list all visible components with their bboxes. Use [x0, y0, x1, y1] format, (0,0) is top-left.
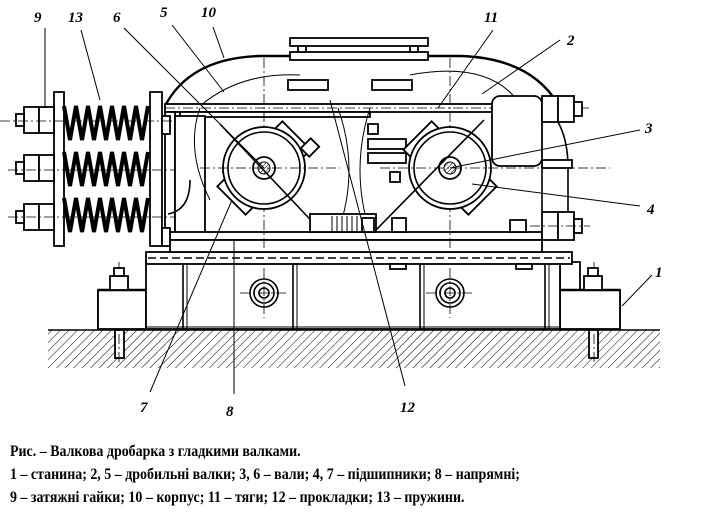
foundation	[48, 329, 660, 368]
anchor-bolts	[114, 262, 599, 365]
leader-10	[212, 26, 225, 59]
leader-7	[149, 199, 233, 393]
caption-title: Рис. – Валкова дробарка з гладкими валка…	[10, 443, 301, 460]
callout-3: 3	[644, 121, 653, 137]
callout-9: 9	[34, 10, 42, 26]
leader-6	[123, 27, 265, 169]
frame	[97, 251, 621, 330]
spring-assembly	[0, 91, 175, 247]
callout-10: 10	[201, 5, 217, 21]
spacers	[309, 213, 377, 233]
caption-legend-line-2: 9 – затяжні гайки; 10 – корпус; 11 – тяг…	[10, 489, 465, 506]
callout-8: 8	[226, 404, 234, 420]
leader-5	[171, 24, 225, 93]
callout-5: 5	[160, 5, 168, 21]
callout-4: 4	[646, 202, 655, 218]
callout-7: 7	[140, 400, 148, 416]
callout-2: 2	[566, 33, 575, 49]
callout-13: 13	[68, 10, 84, 26]
leader-12	[329, 99, 406, 387]
right-bearing-block	[491, 95, 590, 241]
roll-crusher-drawing: 9 13 6 5 10 11 2 3 4 1 7 8 12	[0, 5, 663, 420]
leader-11	[437, 29, 494, 109]
leader-3	[449, 129, 641, 169]
leader-13	[80, 29, 101, 101]
callout-1: 1	[655, 265, 663, 281]
caption-legend-line-1: 1 – станина; 2, 5 – дробильні валки; 3, …	[10, 466, 520, 483]
figure-caption: Рис. – Валкова дробарка з гладкими валка…	[10, 440, 636, 509]
callout-6: 6	[113, 10, 121, 26]
leader-1	[621, 274, 653, 307]
leader-lines	[44, 24, 653, 394]
leader-4	[471, 183, 641, 207]
callout-11: 11	[484, 10, 498, 26]
leader-2	[481, 39, 561, 95]
callout-12: 12	[400, 400, 416, 416]
